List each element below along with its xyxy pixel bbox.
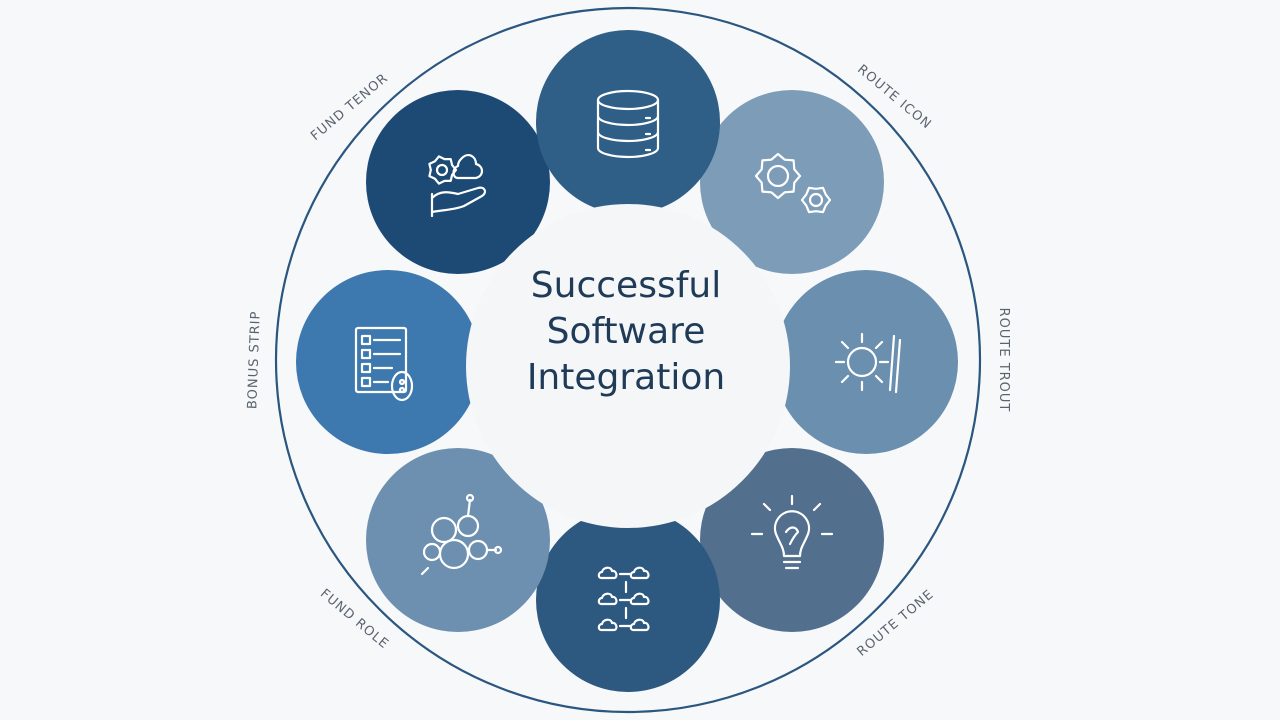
ring-label-top-right: ROUTE ICON	[854, 62, 934, 133]
ring-label-left: BONUS STRIP	[245, 310, 263, 409]
gears-icon	[754, 152, 832, 214]
petal-ideas-shape	[774, 270, 958, 454]
center-title-line-1: Successful	[531, 265, 721, 306]
petal-database	[536, 30, 720, 214]
petal-gears-shape	[700, 90, 884, 274]
outer-ring	[274, 6, 982, 714]
petal-checklist-shape	[296, 270, 480, 454]
ring-label-top-left: FUND TENOR	[308, 71, 391, 144]
petal-collaboration	[366, 448, 550, 632]
lightbulb-icon	[750, 494, 834, 570]
database-icon	[596, 89, 660, 159]
ring-label-right: ROUTE TROUT	[996, 308, 1011, 413]
petal-database-shape	[536, 30, 720, 214]
center-circle	[466, 204, 790, 528]
petal-checklist	[296, 270, 480, 454]
petal-ideas	[774, 270, 958, 454]
flowchart-icon	[597, 566, 650, 632]
collaboration-icon	[420, 493, 503, 576]
petals-group	[296, 30, 958, 692]
sun-brush-icon	[834, 332, 902, 394]
petal-cloud-hand-shape	[366, 90, 550, 274]
petal-cloud-hand	[366, 90, 550, 274]
center-title-line-2: Software	[547, 311, 706, 352]
checklist-icon	[354, 326, 414, 402]
cloud-hand-icon	[428, 154, 487, 218]
petal-flowchart	[536, 508, 720, 692]
petal-gears	[700, 90, 884, 274]
petal-lightbulb	[700, 448, 884, 632]
ring-label-bottom-left: FUND ROLE	[317, 586, 391, 652]
center-title-line-3: Integration	[527, 357, 725, 398]
ring-label-bottom-right: ROUTE TONE	[854, 587, 937, 660]
